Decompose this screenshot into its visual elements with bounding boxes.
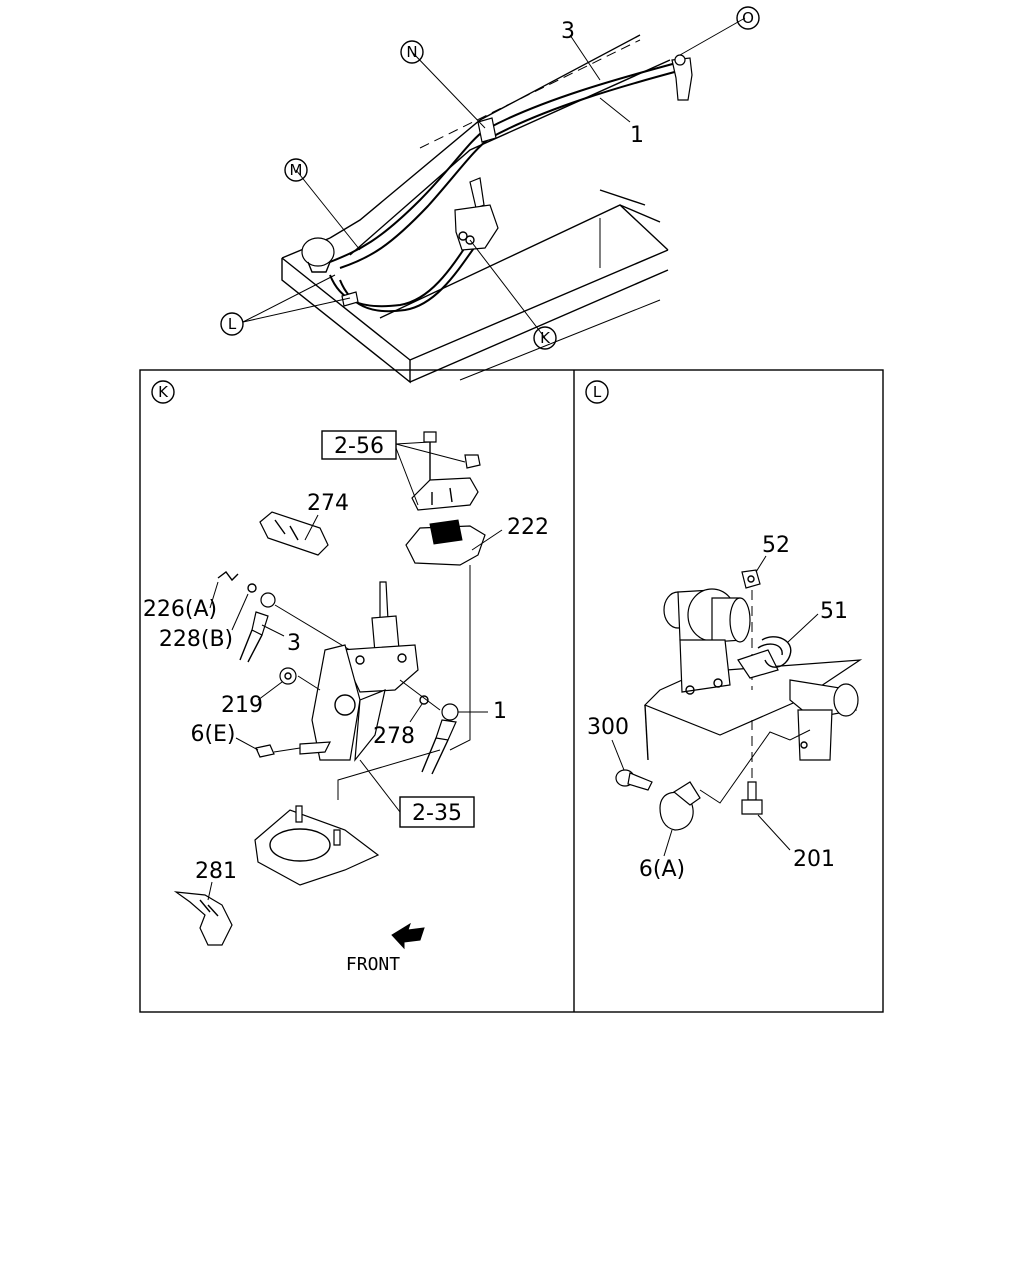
label-2-56: 2-56: [334, 434, 384, 459]
callout-o: O: [736, 6, 760, 30]
label-201: 201: [793, 847, 835, 872]
svg-text:M: M: [290, 161, 303, 179]
label-box-2-56: [321, 430, 397, 460]
detail-frame: [139, 369, 884, 1013]
label-226a: 226(A): [143, 597, 217, 622]
label-3: 3: [287, 631, 301, 656]
label-300: 300: [587, 715, 629, 740]
label-6a: 6(A): [639, 857, 685, 882]
callout-m: M: [284, 158, 308, 182]
label-274: 274: [307, 491, 349, 516]
detail-l-drawing: [615, 569, 863, 831]
callout-l: L: [220, 312, 244, 336]
svg-text:K: K: [540, 329, 551, 347]
callout-k: K: [533, 326, 557, 350]
callout-n: N: [400, 40, 424, 64]
detail-k-circle: K: [151, 380, 175, 404]
front-label: FRONT: [346, 954, 400, 975]
label-2-35: 2-35: [412, 801, 462, 826]
overview-label-3: 3: [561, 19, 575, 44]
label-219: 219: [221, 693, 263, 718]
label-222: 222: [507, 515, 549, 540]
label-51: 51: [820, 599, 848, 624]
svg-text:N: N: [406, 43, 417, 61]
overview-label-1: 1: [630, 123, 644, 148]
svg-text:K: K: [158, 383, 169, 401]
overview-drawing: [242, 17, 746, 384]
label-281: 281: [195, 859, 237, 884]
svg-text:L: L: [228, 315, 237, 333]
detail-k-drawing: [173, 431, 486, 950]
label-228b: 228(B): [159, 627, 233, 652]
detail-l-circle: L: [585, 380, 609, 404]
label-1: 1: [493, 699, 507, 724]
svg-text:L: L: [593, 383, 602, 401]
label-6e: 6(E): [190, 722, 235, 747]
label-278: 278: [373, 724, 415, 749]
label-52: 52: [762, 533, 790, 558]
svg-text:O: O: [742, 9, 754, 27]
